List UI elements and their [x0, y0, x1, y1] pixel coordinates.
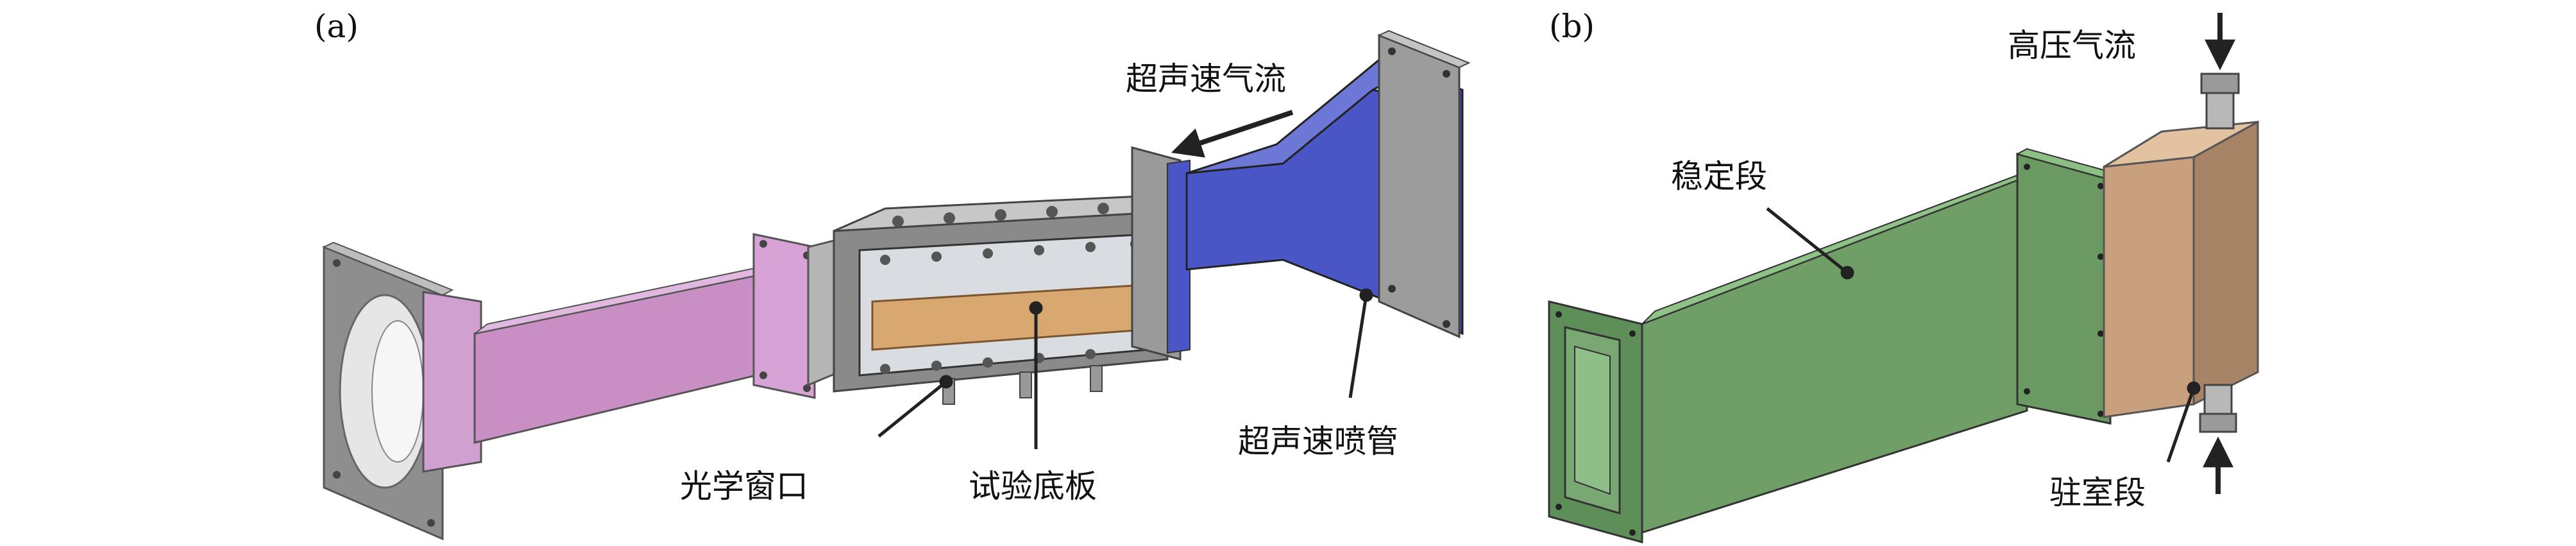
stabilizing-section-label: 稳定段	[1671, 158, 1767, 195]
outlet-flange	[1377, 30, 1471, 339]
supersonic-flow-label: 超声速气流	[1126, 60, 1286, 98]
optical-window-leader	[877, 380, 947, 438]
panel-a-label: (a)	[314, 8, 359, 45]
supersonic-nozzle-label: 超声速喷管	[1238, 423, 1398, 460]
bottom-fitting	[2199, 384, 2237, 433]
test-plate-label: 试验底板	[969, 468, 1097, 505]
stabilizer-outlet-flange	[2015, 148, 2122, 425]
stabilizing-duct	[1641, 166, 2040, 534]
stabilizing-dot	[1840, 266, 1854, 280]
optical-window-dot	[939, 375, 953, 389]
test-plate-dot	[1029, 301, 1043, 315]
plenum-section-label: 驻室段	[2049, 474, 2146, 511]
stabilizer-inlet-flange	[1548, 300, 1643, 543]
plenum-chamber	[2103, 120, 2259, 418]
plenum-dot	[2187, 381, 2201, 395]
top-fitting	[2200, 73, 2240, 130]
inlet-flange	[322, 241, 454, 541]
plenum-leader	[2166, 388, 2196, 463]
nozzle-flange	[1131, 146, 1191, 361]
nozzle-dot	[1359, 288, 1373, 302]
panel-b-label: (b)	[1549, 8, 1595, 45]
panel-b: (b)	[1548, 8, 2259, 543]
optical-window-label: 光学窗口	[680, 468, 808, 505]
nozzle-leader	[1348, 294, 1368, 398]
supersonic-flow-arrow	[1171, 110, 1294, 158]
stabilizing-leader	[1766, 207, 1849, 274]
high-pressure-flow-label: 高压气流	[2008, 27, 2136, 64]
panel-a: (a)	[314, 8, 1471, 541]
pink-duct	[422, 233, 816, 473]
